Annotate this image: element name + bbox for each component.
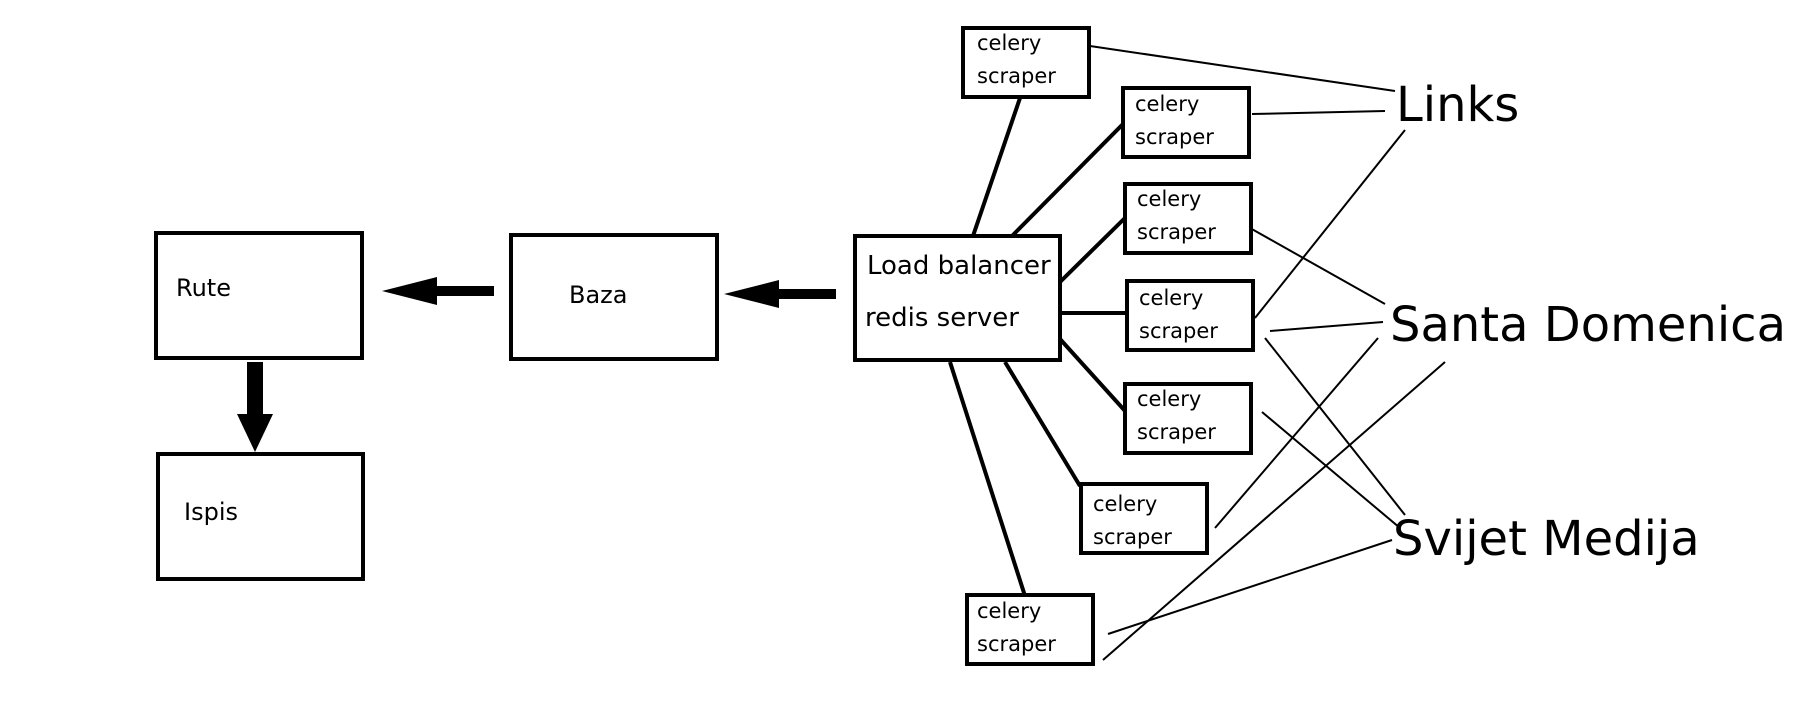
site-label-links: Links xyxy=(1396,77,1519,133)
scraper-label: celery xyxy=(977,599,1041,623)
lb-scraper-connectors xyxy=(948,97,1129,597)
scraper-label: celery xyxy=(1137,387,1201,411)
arrow-baza-to-rute xyxy=(382,277,494,305)
scraper-label: scraper xyxy=(1135,125,1214,149)
scraper-label: celery xyxy=(977,31,1041,55)
scraper-box: celery scraper xyxy=(1125,279,1255,352)
baza-label: Baza xyxy=(569,281,627,309)
site-labels: Links Santa Domenica Svijet Medija xyxy=(1390,77,1786,567)
site-label-santa-domenica: Santa Domenica xyxy=(1390,297,1786,353)
flow-arrows xyxy=(237,277,836,452)
scraper-label: scraper xyxy=(977,64,1056,88)
arrow-lb-to-baza xyxy=(724,280,836,308)
baza-box: Baza xyxy=(509,233,719,361)
load-balancer-box: Load balancer redis server xyxy=(853,234,1062,362)
redis-server-label: redis server xyxy=(865,303,1019,333)
scraper-label: scraper xyxy=(1137,220,1216,244)
scraper-label: scraper xyxy=(1139,319,1218,343)
scraper-box: celery scraper xyxy=(1123,182,1253,255)
scraper-box: celery scraper xyxy=(961,26,1091,99)
scraper-box: celery scraper xyxy=(1121,86,1251,159)
scraper-site-connectors xyxy=(1089,45,1446,661)
scraper-label: celery xyxy=(1093,492,1157,516)
scraper-label: scraper xyxy=(977,632,1056,656)
scraper-label: scraper xyxy=(1137,420,1216,444)
load-balancer-label: Load balancer xyxy=(867,251,1051,281)
scraper-label: scraper xyxy=(1093,525,1172,549)
scraper-label: celery xyxy=(1135,92,1199,116)
scraper-label: celery xyxy=(1139,286,1203,310)
rute-box: Rute xyxy=(154,231,364,360)
scraper-box: celery scraper xyxy=(965,593,1095,666)
scraper-box: celery scraper xyxy=(1123,382,1253,455)
scraper-box: celery scraper xyxy=(1079,482,1209,555)
rute-label: Rute xyxy=(176,274,231,302)
arrow-rute-to-ispis xyxy=(237,362,273,452)
ispis-label: Ispis xyxy=(184,498,238,526)
site-label-svijet-medija: Svijet Medija xyxy=(1393,511,1700,567)
scraper-label: celery xyxy=(1137,187,1201,211)
ispis-box: Ispis xyxy=(156,452,365,581)
